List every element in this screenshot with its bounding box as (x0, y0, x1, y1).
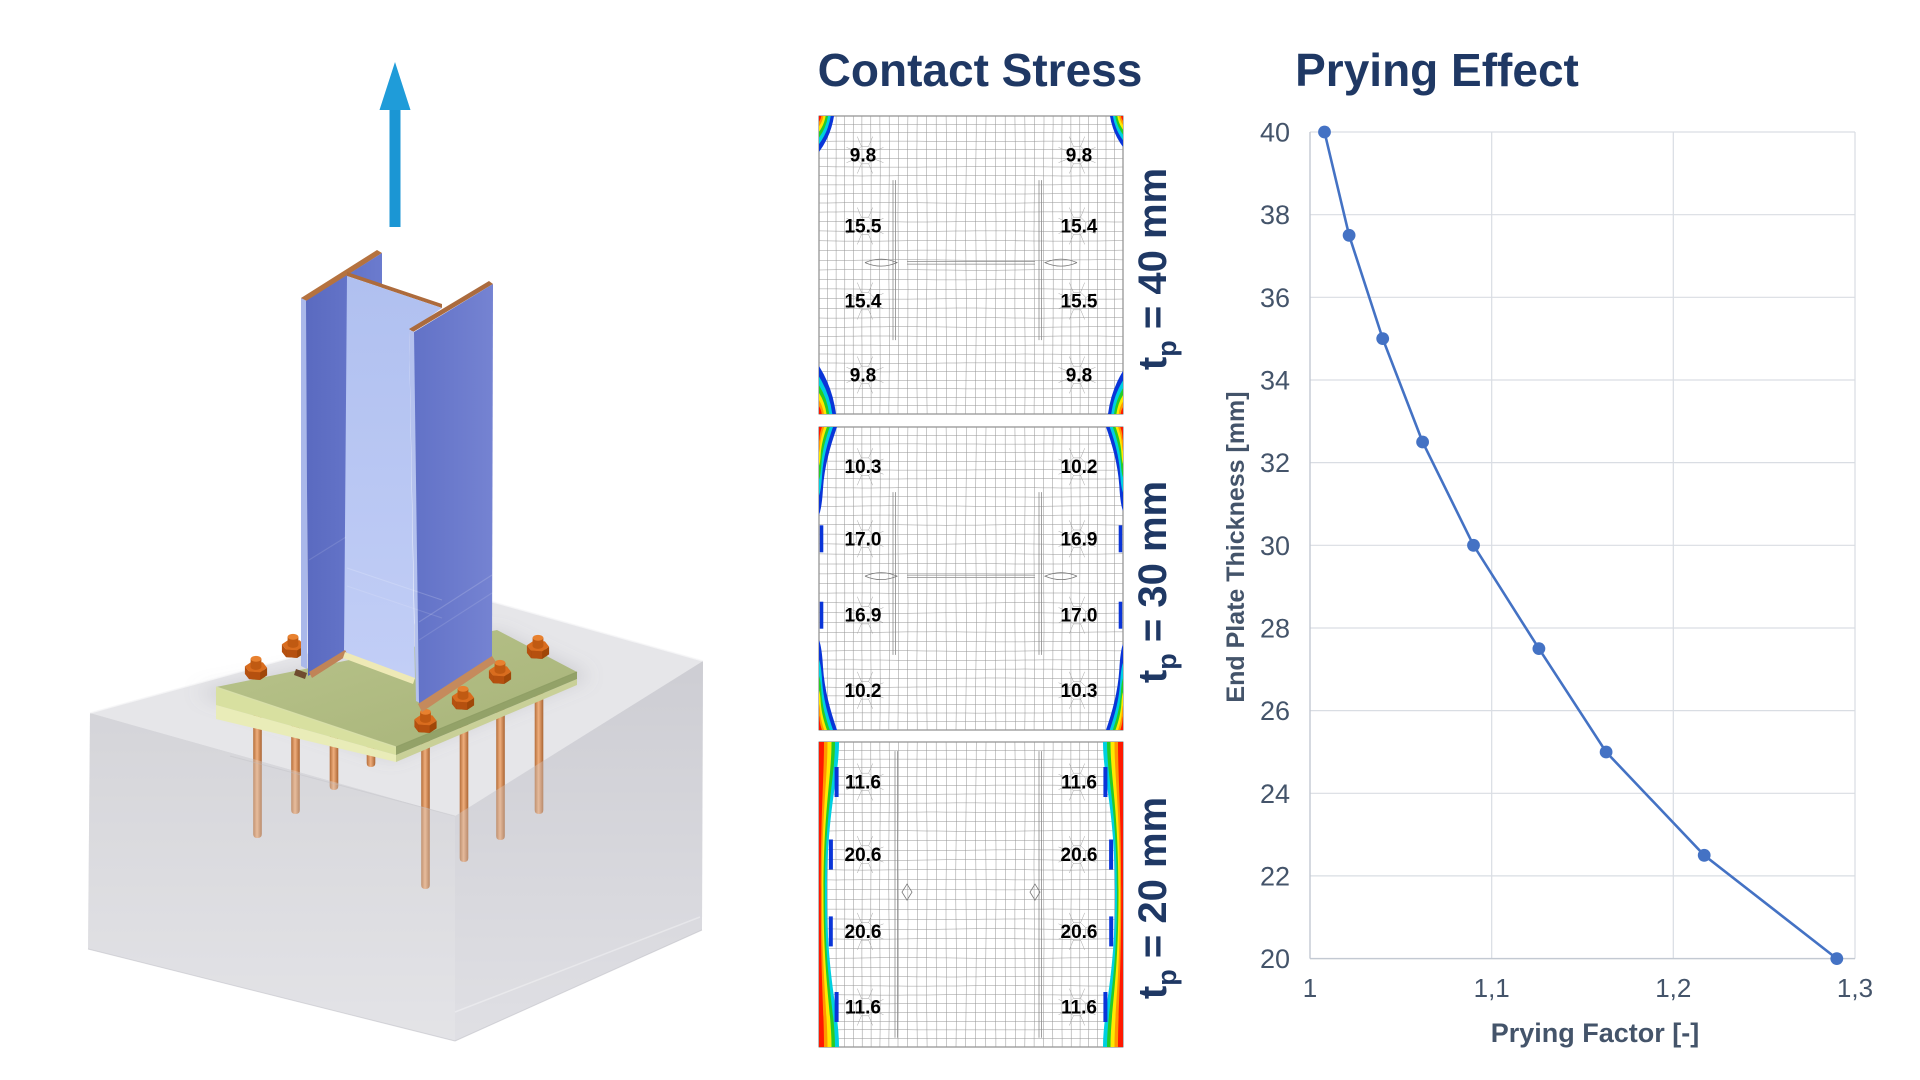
svg-text:28: 28 (1260, 614, 1290, 644)
svg-text:38: 38 (1260, 200, 1290, 230)
svg-text:9.8: 9.8 (1066, 146, 1092, 167)
svg-text:20.6: 20.6 (845, 922, 882, 943)
svg-text:11.6: 11.6 (845, 773, 881, 794)
svg-text:15.5: 15.5 (845, 217, 882, 238)
svg-text:17.0: 17.0 (1061, 606, 1098, 627)
svg-text:20.6: 20.6 (1061, 845, 1098, 866)
svg-text:20.6: 20.6 (1061, 922, 1098, 943)
svg-text:End Plate Thickness [mm]: End Plate Thickness [mm] (1222, 391, 1250, 702)
svg-text:Prying Effect: Prying Effect (1295, 44, 1579, 96)
svg-text:10.2: 10.2 (1061, 457, 1098, 478)
svg-text:20: 20 (1260, 944, 1290, 974)
svg-text:16.9: 16.9 (845, 606, 882, 627)
svg-text:10.2: 10.2 (845, 681, 882, 702)
svg-text:40: 40 (1260, 118, 1290, 148)
svg-text:10.3: 10.3 (845, 457, 882, 478)
svg-text:24: 24 (1260, 779, 1290, 809)
svg-text:15.4: 15.4 (845, 292, 882, 313)
svg-text:1,2: 1,2 (1655, 973, 1691, 1003)
svg-text:20.6: 20.6 (845, 845, 882, 866)
svg-text:9.8: 9.8 (1066, 366, 1092, 387)
svg-text:17.0: 17.0 (845, 529, 882, 550)
svg-text:Prying Factor [-]: Prying Factor [-] (1491, 1018, 1700, 1048)
svg-text:30: 30 (1260, 531, 1290, 561)
svg-text:11.6: 11.6 (845, 998, 881, 1019)
svg-text:tp = 30 mm: tp = 30 mm (1131, 481, 1182, 683)
svg-text:32: 32 (1260, 448, 1290, 478)
svg-text:22: 22 (1260, 861, 1290, 891)
svg-text:1: 1 (1303, 973, 1317, 1003)
svg-text:11.6: 11.6 (1061, 773, 1097, 794)
svg-text:tp = 40 mm: tp = 40 mm (1131, 168, 1182, 370)
svg-text:Contact Stress: Contact Stress (818, 44, 1143, 96)
svg-text:15.5: 15.5 (1061, 292, 1098, 313)
svg-text:9.8: 9.8 (850, 366, 876, 387)
svg-text:10.3: 10.3 (1061, 681, 1098, 702)
svg-text:36: 36 (1260, 283, 1290, 313)
svg-text:1,3: 1,3 (1837, 973, 1873, 1003)
svg-text:11.6: 11.6 (1061, 998, 1097, 1019)
svg-text:16.9: 16.9 (1061, 529, 1098, 550)
svg-text:34: 34 (1260, 366, 1290, 396)
svg-text:9.8: 9.8 (850, 146, 876, 167)
svg-text:tp = 20 mm: tp = 20 mm (1131, 797, 1182, 999)
svg-text:15.4: 15.4 (1061, 217, 1098, 238)
svg-text:26: 26 (1260, 696, 1290, 726)
svg-text:1,1: 1,1 (1474, 973, 1510, 1003)
